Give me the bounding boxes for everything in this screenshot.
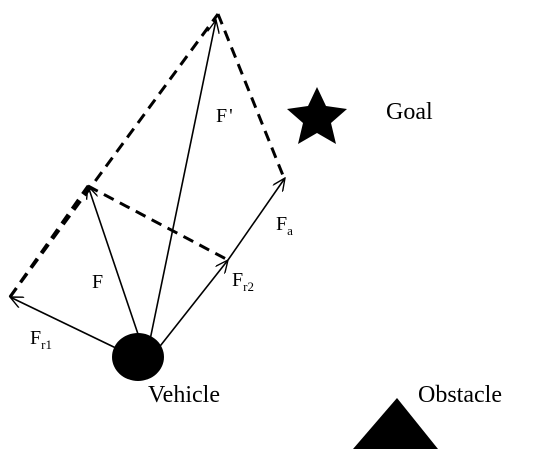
dashed-line-fr1-to-f <box>8 185 90 298</box>
force-label-fr2-main: F <box>232 269 243 291</box>
vector-fprime <box>149 20 216 341</box>
force-label-fa: Fa <box>276 213 293 238</box>
force-label-fa-main: F <box>276 213 287 235</box>
force-label-fr2-sub: r2 <box>243 279 254 294</box>
vector-fr2 <box>156 260 228 351</box>
construction-lines <box>8 13 286 298</box>
goal-label: Goal <box>386 99 433 125</box>
force-label-fprime: F' <box>216 105 233 127</box>
dashed-line-fr1-to-fprime <box>8 13 220 298</box>
force-label-f-main: F <box>92 271 103 293</box>
obstacle-label: Obstacle <box>418 382 502 408</box>
force-label-fprime-suffix: ' <box>229 105 233 127</box>
vehicle-label: Vehicle <box>148 382 220 408</box>
goal-star-icon <box>287 87 347 144</box>
force-vectors <box>10 20 285 351</box>
dashed-line-f-to-fr2 <box>87 184 229 262</box>
vector-fa <box>227 178 285 261</box>
obstacle-triangle-icon <box>353 398 438 449</box>
vector-f <box>88 186 141 341</box>
force-label-fr1-sub: r1 <box>41 337 52 352</box>
force-label-f: F <box>92 271 103 293</box>
force-label-fr1-main: F <box>30 327 41 349</box>
force-label-fr1: Fr1 <box>30 327 52 352</box>
force-label-fr2: Fr2 <box>232 269 254 294</box>
vehicle-circle-icon <box>112 333 164 381</box>
dashed-line-fprime-to-fa <box>216 13 286 179</box>
force-label-fa-sub: a <box>287 223 293 238</box>
vector-fr1 <box>10 297 121 351</box>
force-label-fprime-main: F <box>216 105 227 127</box>
